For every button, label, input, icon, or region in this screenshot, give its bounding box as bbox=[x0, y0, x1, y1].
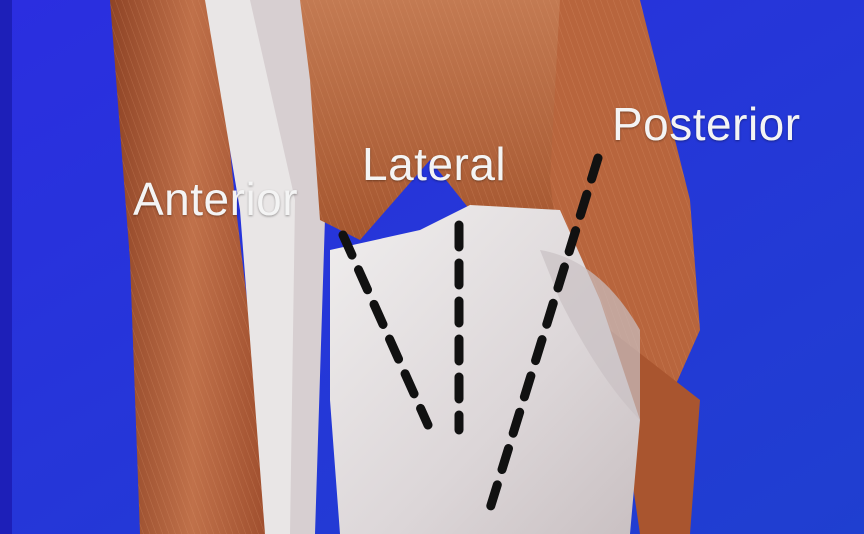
label-lateral: Lateral bbox=[362, 141, 506, 187]
label-anterior: Anterior bbox=[133, 176, 298, 222]
left-border bbox=[0, 0, 12, 534]
label-posterior: Posterior bbox=[612, 101, 801, 147]
